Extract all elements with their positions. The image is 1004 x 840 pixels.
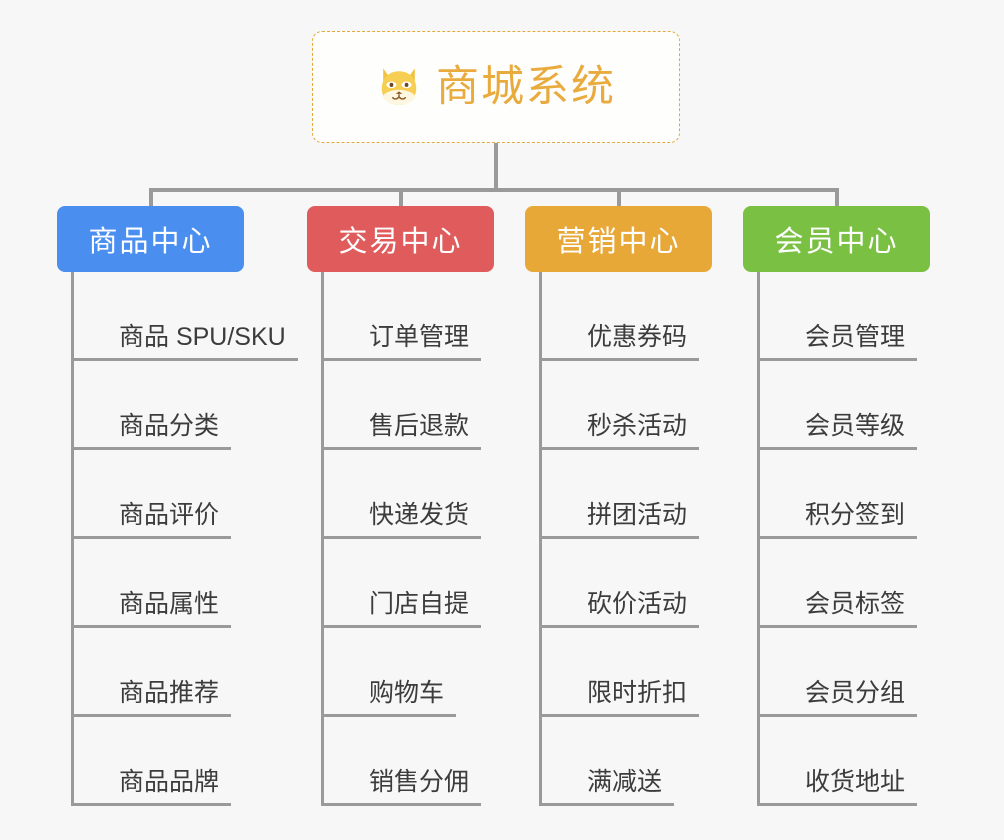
- list-item-label: 商品推荐: [73, 679, 232, 717]
- list-item-label: 会员标签: [759, 590, 918, 628]
- list-item-label: 销售分佣: [323, 768, 482, 806]
- list-item[interactable]: 满减送: [541, 717, 743, 806]
- list-item[interactable]: 砍价活动: [541, 539, 743, 628]
- list-item[interactable]: 优惠券码: [541, 272, 743, 361]
- branch-header-4[interactable]: 会员中心: [743, 206, 930, 272]
- branch-header-2[interactable]: 交易中心: [307, 206, 494, 272]
- branch-column-1: 商品中心 商品 SPU/SKU 商品分类 商品评价 商品属性 商品推荐 商品品牌: [57, 206, 307, 806]
- branch-items-2: 订单管理 售后退款 快递发货 门店自提 购物车 销售分佣: [321, 272, 525, 806]
- list-item[interactable]: 购物车: [323, 628, 525, 717]
- branch-items-4: 会员管理 会员等级 积分签到 会员标签 会员分组 收货地址: [757, 272, 961, 806]
- connector-stem: [494, 143, 498, 191]
- list-item[interactable]: 限时折扣: [541, 628, 743, 717]
- list-item-label: 商品评价: [73, 501, 232, 539]
- list-item[interactable]: 快递发货: [323, 450, 525, 539]
- list-item-label: 商品 SPU/SKU: [74, 323, 298, 361]
- list-item[interactable]: 商品属性: [73, 539, 307, 628]
- connector-drop-2: [399, 188, 403, 208]
- list-item[interactable]: 商品 SPU/SKU: [74, 272, 307, 361]
- list-item-label: 商品分类: [73, 412, 232, 450]
- list-item-label: 商品品牌: [73, 768, 232, 806]
- connector-bus: [149, 188, 839, 192]
- connector-drop-1: [149, 188, 153, 208]
- root-title: 商城系统: [436, 62, 616, 111]
- list-item-label: 会员等级: [759, 412, 918, 450]
- list-item[interactable]: 售后退款: [323, 361, 525, 450]
- list-item-label: 积分签到: [759, 501, 918, 539]
- list-item[interactable]: 销售分佣: [323, 717, 525, 806]
- list-item-label: 门店自提: [323, 590, 482, 628]
- branch-column-4: 会员中心 会员管理 会员等级 积分签到 会员标签 会员分组 收货地址: [743, 206, 961, 806]
- list-item[interactable]: 商品推荐: [73, 628, 307, 717]
- list-item-label: 商品属性: [73, 590, 232, 628]
- list-item-label: 订单管理: [323, 323, 482, 361]
- root-node[interactable]: 商城系统: [312, 31, 680, 143]
- branch-header-1[interactable]: 商品中心: [57, 206, 244, 272]
- list-item[interactable]: 积分签到: [759, 450, 961, 539]
- connector-drop-3: [617, 188, 621, 208]
- list-item[interactable]: 会员等级: [759, 361, 961, 450]
- list-item[interactable]: 商品品牌: [73, 717, 307, 806]
- list-item[interactable]: 会员标签: [759, 539, 961, 628]
- list-item-label: 收货地址: [759, 768, 918, 806]
- list-item-label: 满减送: [541, 768, 675, 806]
- list-item-label: 售后退款: [323, 412, 482, 450]
- connector-drop-4: [835, 188, 839, 208]
- branch-items-3: 优惠券码 秒杀活动 拼团活动 砍价活动 限时折扣 满减送: [539, 272, 743, 806]
- list-item[interactable]: 会员管理: [759, 272, 961, 361]
- list-item[interactable]: 门店自提: [323, 539, 525, 628]
- branch-column-3: 营销中心 优惠券码 秒杀活动 拼团活动 砍价活动 限时折扣 满减送: [525, 206, 743, 806]
- list-item[interactable]: 收货地址: [759, 717, 961, 806]
- list-item[interactable]: 会员分组: [759, 628, 961, 717]
- list-item[interactable]: 拼团活动: [541, 450, 743, 539]
- list-item-label: 购物车: [323, 679, 457, 717]
- shiba-dog-face-icon: [381, 68, 417, 105]
- list-item-label: 快递发货: [323, 501, 482, 539]
- branch-column-2: 交易中心 订单管理 售后退款 快递发货 门店自提 购物车 销售分佣: [307, 206, 525, 806]
- list-item[interactable]: 商品评价: [73, 450, 307, 539]
- list-item-label: 拼团活动: [541, 501, 700, 539]
- list-item-label: 优惠券码: [541, 323, 700, 361]
- list-item[interactable]: 订单管理: [323, 272, 525, 361]
- list-item-label: 会员管理: [759, 323, 918, 361]
- list-item[interactable]: 商品分类: [73, 361, 307, 450]
- list-item[interactable]: 秒杀活动: [541, 361, 743, 450]
- branch-header-3[interactable]: 营销中心: [525, 206, 712, 272]
- list-item-label: 会员分组: [759, 679, 918, 717]
- branch-items-1: 商品 SPU/SKU 商品分类 商品评价 商品属性 商品推荐 商品品牌: [71, 272, 307, 806]
- list-item-label: 秒杀活动: [541, 412, 700, 450]
- list-item-label: 砍价活动: [541, 590, 700, 628]
- list-item-label: 限时折扣: [541, 679, 700, 717]
